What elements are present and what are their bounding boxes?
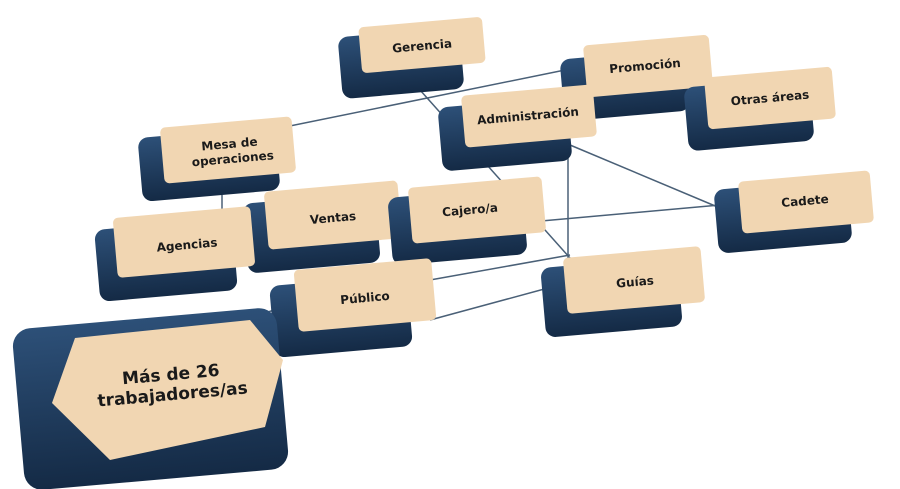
node-promocion: Promoción [560,35,713,121]
node-label: Otras áreas [730,88,810,109]
node-label: Cadete [781,192,830,210]
connector [429,254,571,281]
node-cadete: Cadete [714,170,874,253]
node-label: Cajero/a [442,201,499,220]
node-label: Mesa de [201,135,258,154]
connector [529,204,721,223]
node-publico: Público [269,258,437,358]
node-administracion: Administración [438,84,597,171]
connector [279,69,566,129]
node-guias: Guías [541,246,705,337]
node-main-workers: Más de 26 trabajadores/as [12,308,289,489]
node-cajero: Cajero/a [388,176,546,265]
node-mesa-de-operaciones: Mesa de operaciones [138,116,296,202]
node-ventas: Ventas [243,180,402,273]
connector [569,144,721,209]
node-label: Agencias [156,235,218,254]
node-label: Promoción [609,56,682,76]
connector [429,287,549,321]
node-label: Ventas [309,209,356,227]
node-label: Gerencia [392,36,453,55]
node-label: Guías [616,273,655,290]
node-gerencia: Gerencia [338,17,486,99]
node-agencias: Agencias [94,206,255,302]
node-otras-areas: Otras áreas [684,66,836,151]
node-label: Público [340,289,391,307]
